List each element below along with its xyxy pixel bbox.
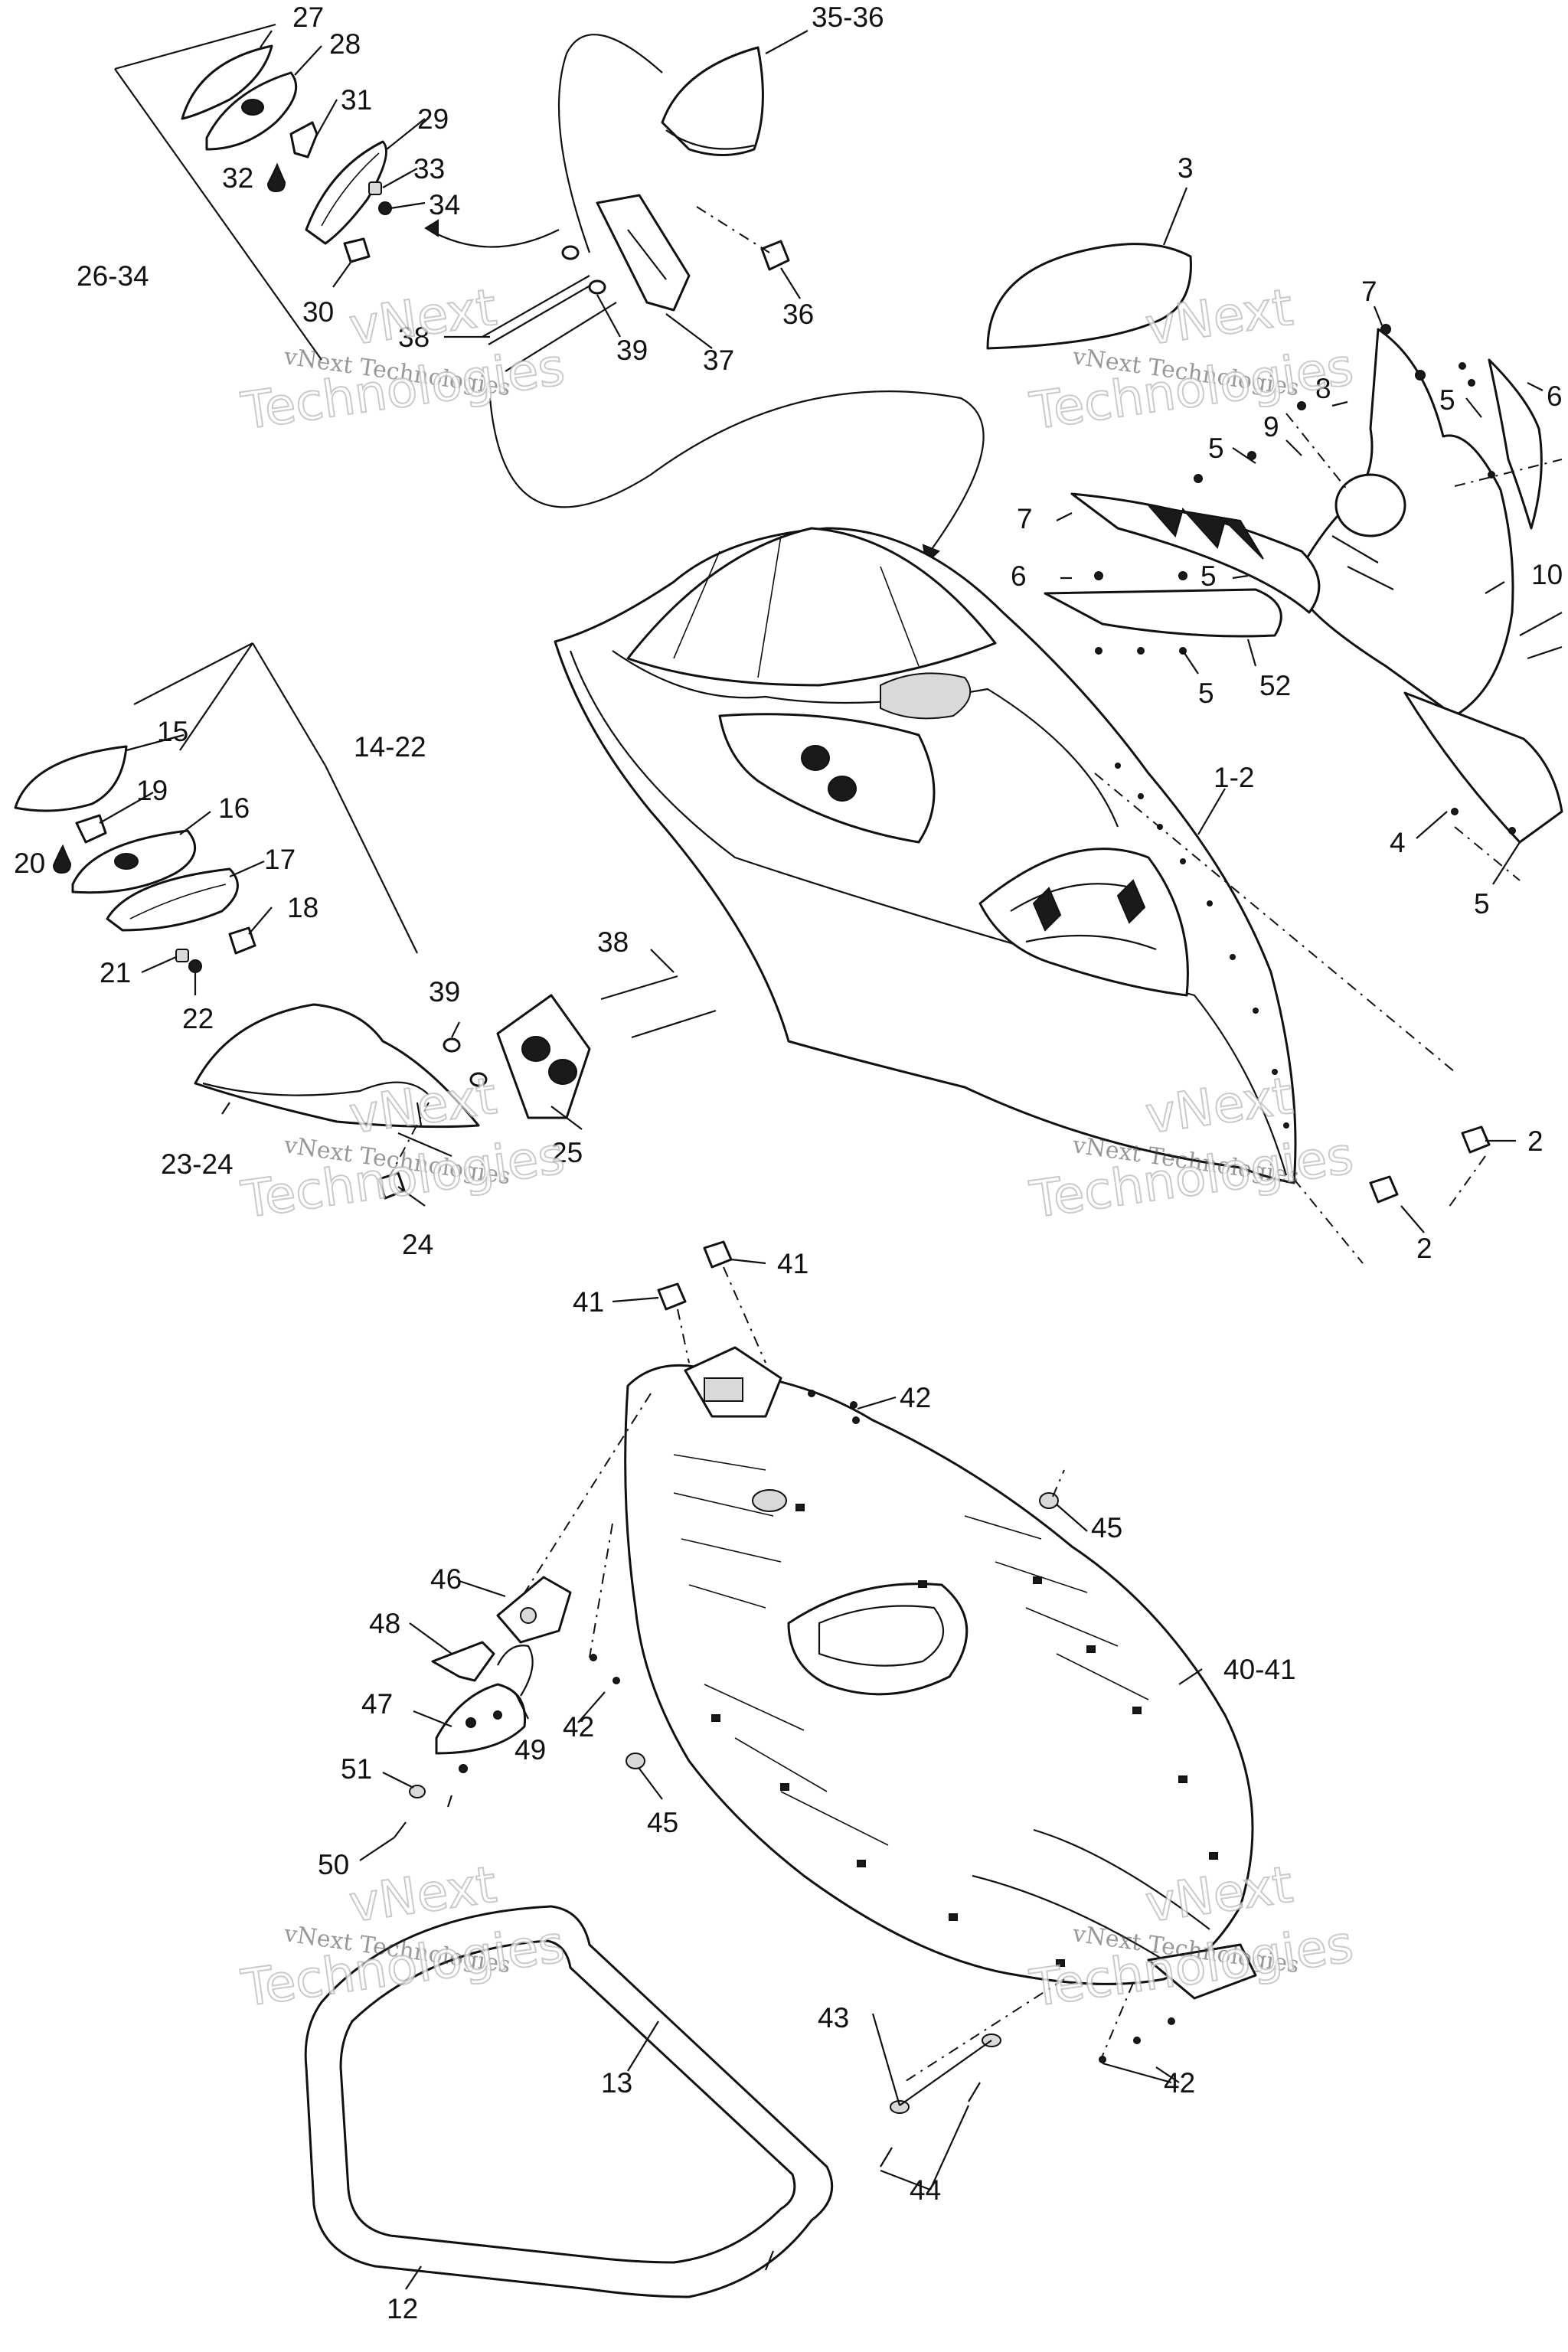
label-6-b: 6 [1011, 560, 1027, 592]
label-5-a: 5 [1439, 384, 1455, 416]
label-34: 34 [429, 189, 460, 220]
part-48-latch-lever [431, 1641, 495, 1682]
part-3-visor [986, 243, 1192, 350]
label-39-top: 39 [616, 335, 648, 366]
hood-assembly [554, 527, 1491, 1264]
label-23-24: 23-24 [161, 1148, 234, 1180]
label-42-top: 42 [900, 1382, 931, 1413]
label-8: 8 [1315, 373, 1331, 404]
label-27: 27 [292, 2, 324, 33]
watermark-brand-top: vNext [346, 278, 501, 357]
label-16: 16 [218, 792, 250, 824]
label-41-left: 41 [573, 1286, 604, 1318]
label-38-top: 38 [398, 322, 430, 353]
label-47: 47 [361, 1688, 393, 1720]
part-15-mirror-glass [14, 745, 128, 812]
callout-labels: 27 28 31 29 32 33 34 26-34 30 38 39 37 3… [14, 2, 1563, 2324]
part-47-latch-base [435, 1683, 527, 1755]
mirror-assembly-top [114, 23, 985, 564]
label-15: 15 [157, 716, 188, 747]
label-7-b: 7 [1017, 503, 1033, 534]
label-44: 44 [910, 2174, 941, 2206]
hatch-gasket [304, 1905, 834, 2298]
label-2-a: 2 [1527, 1125, 1544, 1157]
label-43: 43 [818, 2002, 849, 2034]
label-21: 21 [100, 957, 131, 988]
label-39-left: 39 [429, 976, 460, 1008]
label-49: 49 [514, 1734, 546, 1766]
label-19: 19 [136, 775, 168, 806]
label-46: 46 [430, 1563, 462, 1595]
label-37: 37 [703, 345, 734, 376]
label-42-mid: 42 [563, 1711, 594, 1743]
label-6-a: 6 [1547, 381, 1563, 412]
label-7-top: 7 [1361, 276, 1377, 307]
label-10: 10 [1531, 559, 1563, 590]
label-12: 12 [387, 2293, 418, 2324]
label-17: 17 [264, 844, 296, 875]
label-31: 31 [341, 84, 372, 116]
label-14-22: 14-22 [354, 731, 426, 763]
label-4: 4 [1390, 827, 1406, 858]
label-22: 22 [182, 1003, 214, 1034]
part-23-mirror-head [194, 1003, 480, 1129]
leader-lines [99, 30, 1544, 2290]
side-panel-group [986, 243, 1563, 881]
label-5-e: 5 [1474, 888, 1490, 920]
part-1-hood [554, 527, 1297, 1184]
label-24: 24 [402, 1229, 433, 1260]
label-2-b: 2 [1416, 1233, 1432, 1264]
label-36: 36 [782, 299, 814, 330]
label-41-right: 41 [777, 1248, 808, 1279]
mirror-assembly-left [14, 642, 717, 1200]
label-5-b: 5 [1208, 433, 1224, 464]
label-18: 18 [287, 892, 318, 923]
label-29: 29 [417, 103, 449, 135]
part-30-clip [343, 237, 371, 263]
label-50: 50 [318, 1849, 349, 1880]
part-10-side-panel [1292, 328, 1514, 717]
label-32: 32 [222, 162, 253, 194]
label-9: 9 [1263, 411, 1279, 443]
label-5-c: 5 [1200, 560, 1217, 592]
label-45-left: 45 [647, 1807, 678, 1838]
part-27-mirror-glass [181, 44, 273, 120]
label-45-right: 45 [1091, 1512, 1122, 1544]
lower-chassis [505, 1240, 1257, 2083]
label-28: 28 [329, 28, 361, 60]
label-25: 25 [551, 1137, 583, 1168]
label-20: 20 [14, 848, 45, 879]
label-35-36: 35-36 [812, 2, 884, 33]
label-3: 3 [1178, 152, 1194, 184]
part-35-mirror-head [661, 46, 764, 156]
label-38-left: 38 [597, 926, 629, 958]
part-49-spring [497, 1645, 534, 1697]
label-33: 33 [413, 153, 445, 185]
label-30: 30 [302, 296, 334, 328]
label-26-34: 26-34 [77, 260, 149, 292]
part-37-mirror-mount [596, 194, 691, 312]
label-42-bottom: 42 [1164, 2067, 1195, 2099]
label-51: 51 [341, 1753, 372, 1785]
label-48: 48 [369, 1608, 400, 1639]
label-52: 52 [1259, 670, 1291, 701]
part-32-drop-icon [266, 162, 286, 193]
latch-parts [394, 1576, 572, 1838]
label-13: 13 [601, 2067, 632, 2099]
part-31-adjuster [289, 121, 318, 158]
part-17-bracket [106, 867, 239, 932]
label-5-d: 5 [1198, 678, 1214, 709]
label-1-2: 1-2 [1214, 762, 1254, 793]
label-40-41: 40-41 [1223, 1654, 1296, 1685]
